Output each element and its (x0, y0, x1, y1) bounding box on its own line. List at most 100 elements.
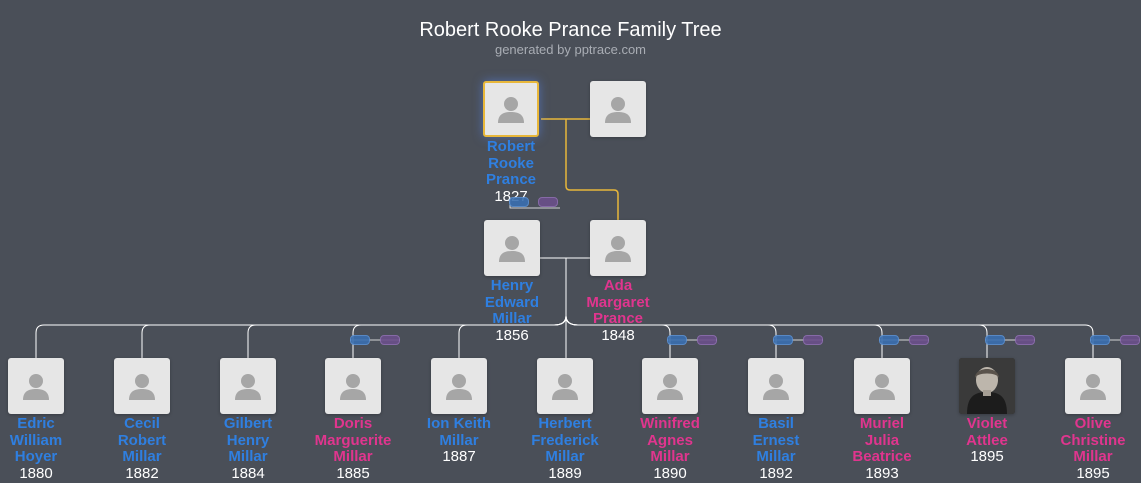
person-placeholder-icon (763, 374, 789, 400)
expand-marker-blue[interactable] (985, 335, 1005, 345)
person-birth-year: 1890 (653, 464, 687, 482)
person-card-herbert[interactable] (537, 358, 593, 414)
person-name-line: Basil (758, 415, 794, 432)
person-card-doris[interactable] (325, 358, 381, 414)
person-placeholder-icon (605, 236, 631, 262)
expand-marker-blue[interactable] (350, 335, 370, 345)
expand-marker-purple[interactable] (697, 335, 717, 345)
person-name-line: Robert (486, 138, 536, 155)
person-name-line: Doris (333, 415, 373, 432)
person-name-line: Prance (592, 310, 644, 327)
expand-marker-purple[interactable] (1015, 335, 1035, 345)
person-card-robert[interactable] (483, 81, 539, 137)
person-name-line: Cecil (124, 415, 160, 432)
person-card-violet[interactable] (959, 358, 1015, 414)
person-card-basil[interactable] (748, 358, 804, 414)
person-name-line: Julia (864, 431, 900, 449)
person-card-robert-spouse[interactable] (590, 81, 646, 137)
person-placeholder-icon (498, 97, 524, 123)
person-name-line: Rooke (488, 154, 534, 172)
person-name-line: Hoyer (14, 448, 58, 465)
expand-marker-purple[interactable] (803, 335, 823, 345)
person-name-line: Millar (650, 448, 690, 465)
person-birth-year: 1856 (495, 326, 529, 344)
expand-marker-purple[interactable] (1120, 335, 1140, 345)
person-card-ion[interactable] (431, 358, 487, 414)
person-name-line: Herbert (538, 415, 592, 432)
expand-marker-blue[interactable] (667, 335, 687, 345)
person-card-gilbert[interactable] (220, 358, 276, 414)
person-name-line: Henry (226, 431, 270, 449)
page-subtitle: generated by pptrace.com (494, 42, 647, 57)
person-birth-year: 1895 (1076, 464, 1110, 482)
person-name-line: Millar (333, 448, 373, 465)
expand-marker-purple[interactable] (538, 197, 558, 207)
person-name-line: Millar (228, 448, 268, 465)
descent-connector-ada (565, 119, 619, 220)
person-name-line: Ada (603, 277, 633, 294)
person-card-henry[interactable] (484, 220, 540, 276)
person-birth-year: 1880 (19, 464, 53, 482)
person-name-line: Christine (1060, 431, 1126, 449)
person-name-line: Millar (122, 448, 162, 465)
person-placeholder-icon (605, 97, 631, 123)
person-placeholder-icon (340, 374, 366, 400)
person-name-line: Prance (485, 171, 537, 188)
person-name-line: Muriel (859, 415, 905, 432)
person-placeholder-icon (499, 236, 525, 262)
expand-marker-blue[interactable] (509, 197, 529, 207)
person-name-line: Frederick (531, 431, 599, 449)
person-birth-year: 1848 (601, 326, 635, 344)
person-name-line: Margaret (586, 293, 650, 311)
person-placeholder-icon (129, 374, 155, 400)
person-birth-year: 1887 (442, 448, 476, 465)
expand-marker-blue[interactable] (1090, 335, 1110, 345)
person-name-line: Ion Keith (426, 415, 492, 432)
person-placeholder-icon (552, 374, 578, 400)
person-placeholder-icon (235, 374, 261, 400)
person-birth-year: 1893 (865, 464, 899, 482)
person-name-line: Robert (117, 431, 167, 449)
person-birth-year: 1885 (336, 464, 370, 482)
portrait-photo (959, 358, 1015, 414)
person-birth-year: 1895 (970, 448, 1004, 465)
person-name-line: Attlee (966, 431, 1008, 449)
person-name-line: Olive (1074, 415, 1112, 432)
person-card-ada[interactable] (590, 220, 646, 276)
person-name-line: Millar (492, 310, 532, 327)
person-card-olive[interactable] (1065, 358, 1121, 414)
expand-marker-blue[interactable] (773, 335, 793, 345)
person-name-line: Edward (484, 293, 540, 311)
child-connector-ion (458, 315, 567, 358)
person-card-winifred[interactable] (642, 358, 698, 414)
person-name-line: Millar (756, 448, 796, 465)
expand-marker-blue[interactable] (879, 335, 899, 345)
person-card-edric[interactable] (8, 358, 64, 414)
person-card-muriel[interactable] (854, 358, 910, 414)
expand-marker-purple[interactable] (380, 335, 400, 345)
person-name-line: Marguerite (314, 431, 392, 449)
expand-marker-purple[interactable] (909, 335, 929, 345)
person-card-cecil[interactable] (114, 358, 170, 414)
person-name-line: Millar (1073, 448, 1113, 465)
person-name-line: Violet (966, 415, 1008, 432)
person-name-line: Ernest (752, 431, 800, 449)
person-birth-year: 1892 (759, 464, 793, 482)
person-name-line: Gilbert (223, 415, 273, 432)
page-title: Robert Rooke Prance Family Tree (419, 19, 722, 41)
